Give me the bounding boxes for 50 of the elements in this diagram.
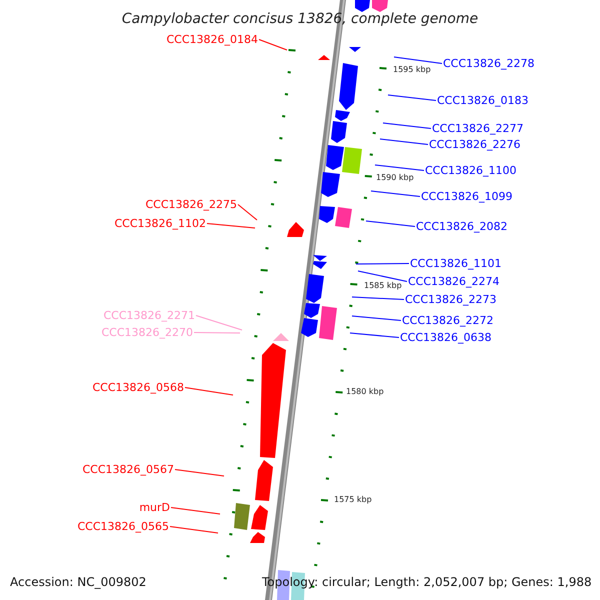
leader-line: [184, 387, 234, 396]
gene-label: CCC13826_1102: [114, 217, 206, 230]
accession-text: Accession: NC_009802: [10, 575, 146, 590]
gene-label: CCC13826_2082: [416, 220, 508, 233]
gene-label: CCC13826_0567: [82, 463, 174, 476]
gene-label: CCC13826_0183: [437, 94, 529, 107]
leader-line: [370, 190, 420, 197]
leader-line: [170, 507, 220, 514]
leader-line: [388, 94, 436, 101]
leader-line: [174, 469, 224, 476]
gene-label: CCC13826_0184: [166, 33, 258, 46]
leader-line: [366, 220, 416, 227]
gene-label: CCC13826_2275: [145, 198, 237, 211]
gene-label: CCC13826_2277: [432, 122, 524, 135]
leader-line: [258, 39, 288, 50]
tick-label: 1580 kbp: [346, 387, 384, 397]
leader-line: [352, 316, 402, 321]
gene-label: CCC13826_2271: [103, 309, 195, 322]
gene-label: CCC13826_2273: [405, 293, 497, 306]
gene-label: CCC13826_1101: [410, 257, 502, 270]
gene-label: CCC13826_2278: [443, 57, 535, 70]
leader-line: [374, 164, 424, 171]
genome-info-text: Topology: circular; Length: 2,052,007 bp; Genes: 1,988: [262, 575, 592, 590]
gene-label: CCC13826_2272: [402, 314, 494, 327]
gene-label: CCC13826_2276: [429, 138, 521, 151]
gene-label: CCC13826_2274: [408, 275, 500, 288]
gene-label: CCC13826_0638: [400, 331, 492, 344]
tick-label: 1595 kbp: [393, 65, 431, 75]
leader-line: [356, 263, 410, 264]
leader-line: [350, 332, 400, 338]
leader-line: [170, 526, 218, 534]
gene-label: CCC13826_1100: [425, 164, 517, 177]
gene-label: murD: [139, 501, 170, 514]
leader-line: [394, 56, 442, 64]
leader-line: [206, 223, 256, 228]
gene-label: CCC13826_2270: [101, 326, 193, 339]
title: Campylobacter concisus 13826, complete genome: [122, 11, 478, 27]
tick-label: 1590 kbp: [376, 173, 414, 183]
tick-label: 1585 kbp: [364, 281, 402, 291]
gene-label: CCC13826_0568: [92, 381, 184, 394]
leader-line: [382, 122, 432, 129]
leader-line: [194, 332, 240, 334]
leader-line: [380, 138, 428, 145]
tick-label: 1575 kbp: [334, 495, 372, 505]
leader-line: [358, 270, 408, 282]
leader-line: [352, 296, 404, 300]
gene-label: CCC13826_0565: [77, 520, 169, 533]
leader-line: [238, 204, 258, 220]
leader-line: [196, 315, 242, 330]
gene-label: CCC13826_1099: [421, 190, 513, 203]
